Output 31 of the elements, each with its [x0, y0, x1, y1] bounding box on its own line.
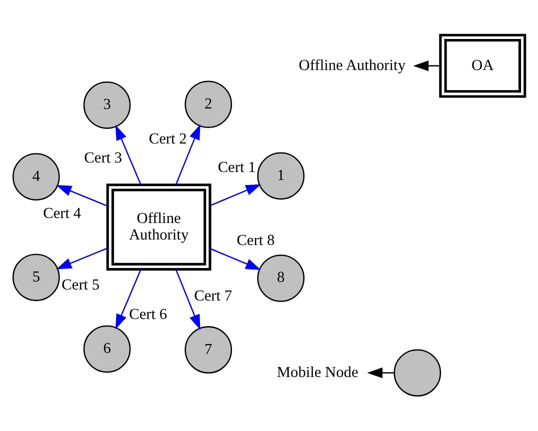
arrow: [175, 269, 200, 330]
edge-label: Cert 6: [129, 306, 168, 323]
node-circle: 8: [257, 254, 305, 302]
arrow: [175, 124, 200, 186]
edge-label: Cert 4: [43, 204, 82, 222]
node-circle: 6: [83, 325, 131, 373]
node-circle: 2: [184, 80, 232, 128]
node-box: OA: [439, 34, 526, 98]
edge-label: Cert 5: [62, 276, 100, 294]
arrow: [115, 269, 142, 330]
arrow: [210, 184, 262, 206]
node-text: Mobile Node: [276, 364, 358, 381]
node-circle: 4: [12, 153, 60, 200]
node-circle: 1: [257, 152, 305, 200]
arrow: [210, 248, 262, 270]
node-text: Offline Authority: [298, 56, 406, 74]
edge-label: Cert 7: [194, 287, 232, 304]
edge-label: Cert 3: [84, 149, 122, 166]
node-circle: [394, 349, 442, 397]
node-box: Offline Authority: [106, 184, 212, 271]
node-circle: 3: [83, 81, 131, 129]
arrow: [413, 60, 440, 72]
arrow: [115, 124, 142, 186]
edge-label: Cert 2: [148, 130, 187, 148]
arrow: [367, 367, 394, 378]
edge-label: Cert 8: [236, 232, 275, 250]
node-circle: 5: [12, 254, 60, 302]
arrow: [56, 185, 108, 207]
arrow: [56, 248, 108, 270]
edge-label: Cert 1: [218, 158, 256, 176]
node-circle: 7: [184, 326, 232, 374]
